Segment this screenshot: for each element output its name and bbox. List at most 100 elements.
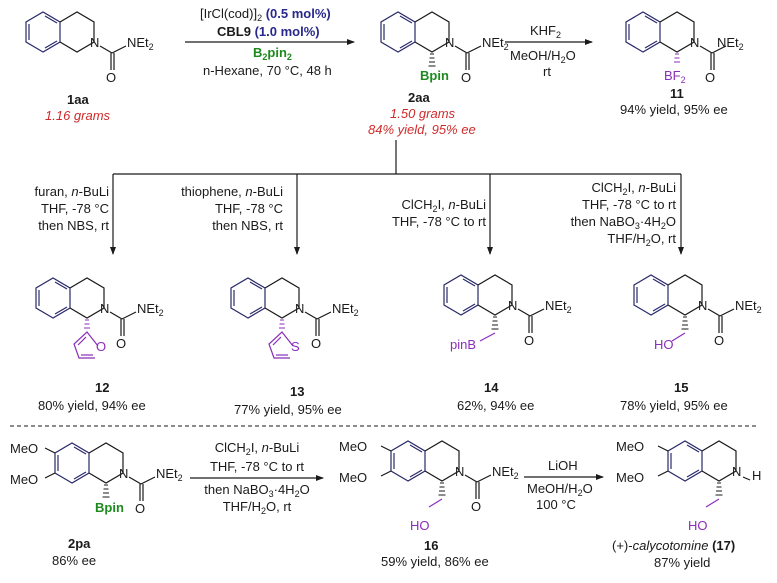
reagent-lioh: LiOH [548, 458, 578, 473]
amount-1aa: 1.16 grams [45, 108, 111, 123]
svg-text:then NaBO3·4H2O: then NaBO3·4H2O [571, 214, 676, 231]
atom-n: N [455, 464, 464, 479]
atom-o: O [135, 501, 145, 516]
temp-step2: rt [543, 64, 551, 79]
svg-text:THF, -78 °C: THF, -78 °C [215, 201, 283, 216]
bpin-group: Bpin [95, 500, 124, 515]
svg-text:THF, -78 °C to rt: THF, -78 °C to rt [210, 459, 304, 474]
conditions-branch-3: ClCH2I, n-BuLi THF, -78 °C to rt [392, 197, 486, 229]
structure-12 [35, 277, 137, 359]
result-2pa: 86% ee [52, 553, 96, 568]
temp-step4: 100 °C [536, 497, 576, 512]
hydroxyl-group: HO [688, 518, 708, 533]
svg-text:ClCH2I, n-BuLi: ClCH2I, n-BuLi [215, 440, 300, 457]
ligand-text: CBL9 (1.0 mol%) [217, 24, 320, 39]
atom-o: O [705, 70, 715, 85]
reagent-khf2: KHF2 [530, 23, 561, 40]
methoxy-group: MeO [10, 441, 38, 456]
branch-connector [110, 140, 684, 255]
hydroxyl-group: HO [654, 337, 674, 352]
methoxy-group: MeO [10, 472, 38, 487]
reagent-b2pin2: B2pin2 [253, 45, 292, 62]
structure-16 [380, 440, 492, 508]
methoxy-group: MeO [616, 439, 644, 454]
atom-n: N [100, 301, 109, 316]
bf2-group: BF2 [664, 68, 686, 85]
conditions-branch-2: thiophene, n-BuLi THF, -78 °C then NBS, … [181, 184, 283, 233]
result-16: 59% yield, 86% ee [381, 554, 489, 569]
atom-n: N [732, 464, 741, 479]
svg-text:thiophene, n-BuLi: thiophene, n-BuLi [181, 184, 283, 199]
methoxy-group: MeO [339, 470, 367, 485]
structure-13 [230, 277, 332, 359]
furan-oxygen: O [96, 339, 106, 354]
net2-group: NEt2 [156, 466, 183, 483]
structure-2pa [44, 442, 156, 501]
compound-label-14: 14 [484, 380, 499, 395]
atom-n: N [119, 466, 128, 481]
atom-o: O [471, 499, 481, 514]
bpin-group: Bpin [420, 68, 449, 83]
hydroxyl-group: HO [410, 518, 430, 533]
atom-o: O [311, 336, 321, 351]
net2-group: NEt2 [717, 35, 744, 52]
compound-label-2aa: 2aa [408, 90, 430, 105]
net2-group: NEt2 [492, 464, 519, 481]
result-13: 77% yield, 95% ee [234, 402, 342, 417]
methoxy-group: MeO [616, 470, 644, 485]
svg-text:furan, n-BuLi: furan, n-BuLi [35, 184, 110, 199]
result-2aa: 84% yield, 95% ee [368, 122, 476, 137]
compound-label-2pa: 2pa [68, 536, 91, 551]
result-17: 87% yield [654, 555, 710, 570]
conditions-step3: ClCH2I, n-BuLi THF, -78 °C to rt then Na… [204, 440, 309, 516]
svg-text:then NBS, rt: then NBS, rt [212, 218, 283, 233]
atom-h: H [752, 468, 761, 483]
atom-n: N [295, 301, 304, 316]
net2-group: NEt2 [127, 35, 154, 52]
solvent-step2: MeOH/H2O [510, 48, 576, 65]
result-11: 94% yield, 95% ee [620, 102, 728, 117]
thiophene-sulfur: S [291, 339, 300, 354]
svg-text:then NaBO3·4H2O: then NaBO3·4H2O [204, 482, 309, 499]
methoxy-group: MeO [339, 439, 367, 454]
compound-label-11: 11 [670, 86, 684, 101]
atom-o: O [524, 333, 534, 348]
svg-text:ClCH2I, n-BuLi: ClCH2I, n-BuLi [401, 197, 486, 214]
atom-n: N [508, 298, 517, 313]
structure-1aa [25, 11, 127, 70]
net2-group: NEt2 [545, 298, 572, 315]
svg-text:THF, -78 °C: THF, -78 °C [41, 201, 109, 216]
result-12: 80% yield, 94% ee [38, 398, 146, 413]
compound-label-1aa: 1aa [67, 92, 89, 107]
svg-text:THF/H2O, rt: THF/H2O, rt [607, 231, 676, 248]
amount-2aa: 1.50 grams [390, 106, 456, 121]
result-15: 78% yield, 95% ee [620, 398, 728, 413]
net2-group: NEt2 [482, 35, 509, 52]
svg-text:THF, -78 °C to rt: THF, -78 °C to rt [392, 214, 486, 229]
structure-11 [625, 11, 727, 70]
svg-text:ClCH2I, n-BuLi: ClCH2I, n-BuLi [591, 180, 676, 197]
atom-n: N [690, 35, 699, 50]
compound-name-17: (+)-calycotomine (17) [612, 538, 735, 553]
atom-n: N [445, 35, 454, 50]
compound-label-12: 12 [95, 380, 109, 395]
result-14: 62%, 94% ee [457, 398, 534, 413]
structure-2aa [380, 11, 482, 70]
atom-n: N [90, 35, 99, 50]
structure-17 [657, 440, 751, 508]
net2-group: NEt2 [735, 298, 762, 315]
structure-14 [443, 274, 545, 342]
compound-label-15: 15 [674, 380, 688, 395]
conditions-branch-1: furan, n-BuLi THF, -78 °C then NBS, rt [35, 184, 110, 233]
atom-o: O [714, 333, 724, 348]
svg-text:then NBS, rt: then NBS, rt [38, 218, 109, 233]
conditions-step1: n-Hexane, 70 °C, 48 h [203, 63, 332, 78]
svg-text:THF/H2O, rt: THF/H2O, rt [223, 499, 292, 516]
atom-n: N [698, 298, 707, 313]
net2-group: NEt2 [137, 301, 164, 318]
atom-o: O [106, 70, 116, 85]
net2-group: NEt2 [332, 301, 359, 318]
catalyst-text: [IrCl(cod)]2 (0.5 mol%) [200, 6, 331, 23]
conditions-branch-4: ClCH2I, n-BuLi THF, -78 °C to rt then Na… [571, 180, 677, 248]
